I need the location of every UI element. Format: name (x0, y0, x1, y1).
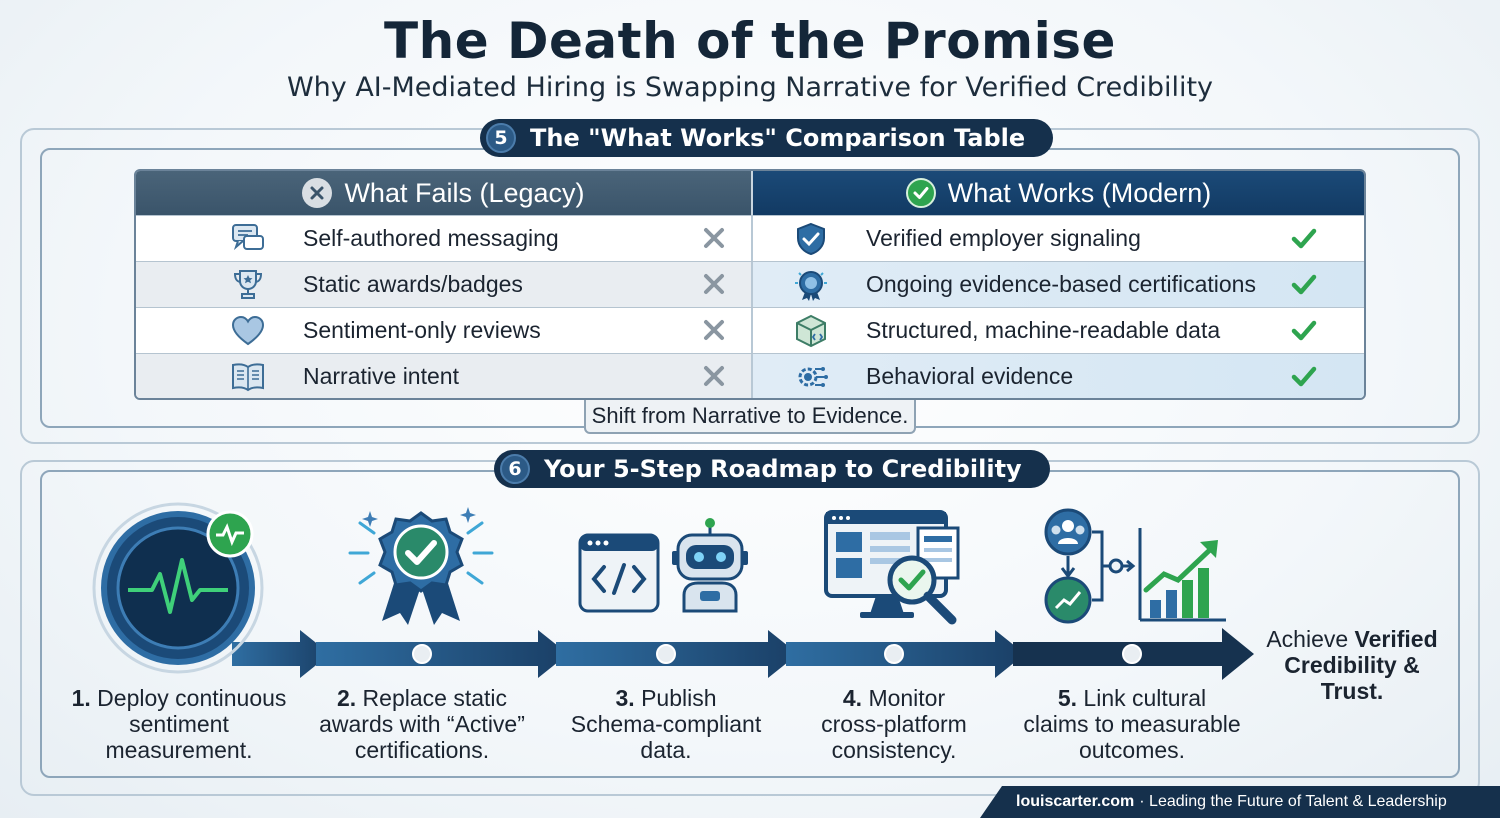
step-node (884, 644, 904, 664)
works-cell: Structured, machine-readable data (751, 308, 1364, 354)
works-text: Ongoing evidence-based certifications (866, 271, 1256, 297)
step-text: Monitor cross-platform consistency. (821, 685, 967, 763)
step-number: 5. (1057, 685, 1078, 711)
step-text: Link cultural claims to measurable outco… (1023, 685, 1241, 763)
step-text: Replace static awards with “Active” cert… (319, 685, 525, 763)
works-cell: Behavioral evidence (751, 354, 1364, 398)
fails-cell: Static awards/badges (136, 262, 751, 308)
works-text: Behavioral evidence (866, 363, 1074, 389)
gear-network-icon (798, 367, 828, 387)
fails-text: Sentiment-only reviews (303, 317, 541, 343)
chat-bubbles-icon (232, 224, 264, 251)
code-robot-icon (578, 518, 748, 613)
roadmap-arrow-segment (786, 630, 1025, 678)
people-growth-chart-icon (1044, 508, 1226, 624)
check-mark-icon (1291, 366, 1317, 387)
trophy-icon (233, 270, 263, 299)
check-mark-icon (1291, 320, 1317, 341)
step-number: 3. (615, 685, 635, 711)
x-circle-icon (302, 178, 333, 208)
step-number: 4. (842, 685, 863, 711)
works-text: Structured, machine-readable data (866, 317, 1221, 343)
roadmap-arrow-segment (316, 630, 568, 678)
footer-tagline: · Leading the Future of Talent & Leaders… (1139, 793, 1447, 810)
footer-site-link[interactable]: louiscarter.com (1016, 793, 1135, 810)
page-subtitle: Why AI-Mediated Hiring is Swapping Narra… (286, 72, 1214, 103)
roadmap-arrow-segment (556, 630, 798, 678)
x-mark-icon (704, 228, 724, 248)
works-text: Verified employer signaling (866, 225, 1141, 251)
footer-bar: louiscarter.com · Leading the Future of … (980, 786, 1500, 818)
table-row: Self-authored messaging Verified employe… (136, 215, 1364, 262)
shift-note: Shift from Narrative to Evidence. (584, 400, 916, 434)
goal-bold-2: Credibility & Trust. (1284, 652, 1420, 704)
fails-text: Narrative intent (303, 363, 459, 389)
heartbeat-monitor-icon (92, 502, 264, 674)
step-node (1122, 644, 1142, 664)
data-cube-icon (796, 314, 826, 348)
table-row: Sentiment-only reviews Structured, machi… (136, 307, 1364, 354)
check-mark-icon (1291, 274, 1317, 295)
heart-icon (231, 315, 265, 346)
section5-heading: 5 The "What Works" Comparison Table (480, 119, 1054, 157)
x-mark-icon (704, 366, 724, 386)
fails-cell: Sentiment-only reviews (136, 308, 751, 354)
section5-number: 5 (486, 123, 516, 153)
works-cell: Verified employer signaling (751, 216, 1364, 262)
section6-number: 6 (500, 454, 530, 484)
comparison-table: What Fails (Legacy) What Works (Modern) … (134, 169, 1366, 400)
shield-check-icon (797, 222, 825, 256)
section6-title: Your 5-Step Roadmap to Credibility (544, 455, 1022, 483)
table-row: Static awards/badges Ongoing evidence-ba… (136, 261, 1364, 308)
works-cell: Ongoing evidence-based certifications (751, 262, 1364, 308)
step-label: 3. Publish Schema-compliant data. (556, 685, 776, 763)
open-book-icon (232, 363, 264, 392)
step-node (412, 644, 432, 664)
goal-prefix: Achieve (1266, 626, 1355, 652)
step-node (656, 644, 676, 664)
certification-badge-icon (795, 271, 827, 301)
step-number: 2. (336, 685, 357, 711)
section5-title: The "What Works" Comparison Table (530, 124, 1026, 152)
x-mark-icon (704, 274, 724, 294)
fails-header: What Fails (Legacy) (136, 171, 751, 215)
step-text: Publish Schema-compliant data. (570, 685, 762, 763)
works-header: What Works (Modern) (751, 171, 1364, 215)
step-label: 5. Link cultural claims to measurable ou… (1016, 685, 1248, 763)
fails-text: Static awards/badges (303, 271, 523, 297)
table-row: Narrative intent Behavioral evidence (136, 353, 1364, 398)
step-label: 1. Deploy continuous sentiment measureme… (70, 685, 288, 763)
ribbon-badge-icon (348, 507, 494, 625)
fails-header-label: What Fails (Legacy) (344, 177, 585, 208)
section6-heading: 6 Your 5-Step Roadmap to Credibility (494, 450, 1050, 488)
step-text: Deploy continuous sentiment measurement. (97, 685, 287, 763)
step-label: 2. Replace static awards with “Active” c… (312, 685, 532, 763)
goal-bold-1: Verified (1354, 626, 1438, 652)
monitor-magnifier-icon (824, 510, 960, 625)
check-mark-icon (1291, 228, 1317, 249)
fails-cell: Narrative intent (136, 354, 751, 398)
step-number: 1. (71, 685, 91, 711)
page-title: The Death of the Promise (384, 12, 1116, 70)
step-label: 4. Monitor cross-platform consistency. (784, 685, 1004, 763)
roadmap-arrow-segment (232, 630, 330, 678)
x-mark-icon (704, 320, 724, 340)
fails-cell: Self-authored messaging (136, 216, 751, 262)
works-header-label: What Works (Modern) (947, 177, 1212, 208)
fails-text: Self-authored messaging (303, 225, 559, 251)
check-circle-icon (905, 178, 936, 208)
